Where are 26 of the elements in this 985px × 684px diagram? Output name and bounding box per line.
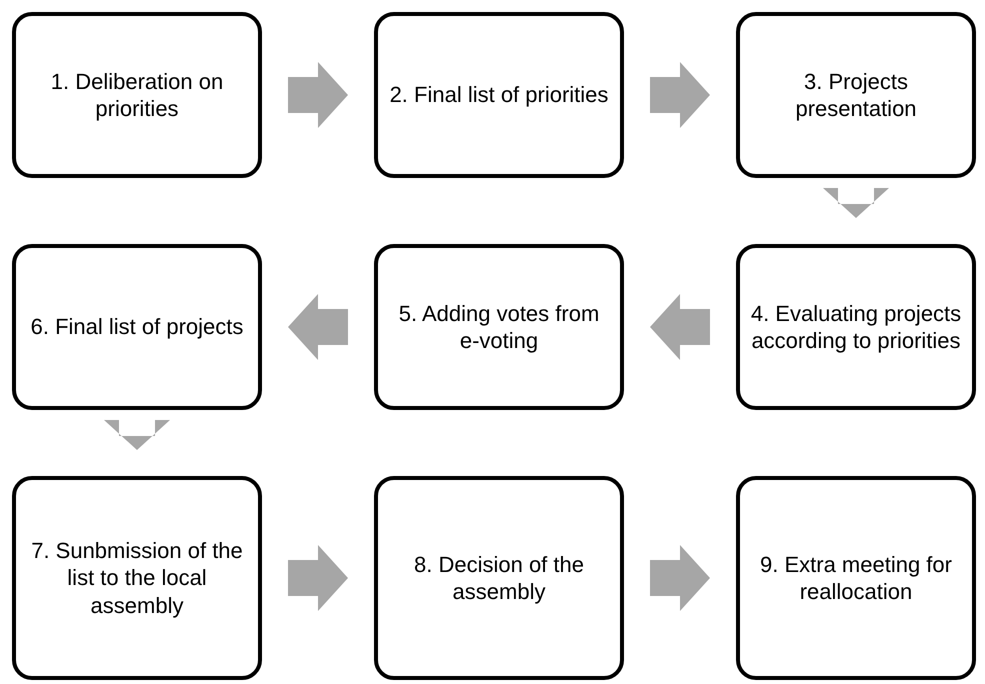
process-box xyxy=(374,476,624,680)
block-arrow xyxy=(650,545,710,611)
block-arrow xyxy=(288,545,348,611)
block-arrow xyxy=(650,294,710,360)
step-label: 3. Projects presentation xyxy=(794,68,918,122)
process-box xyxy=(374,244,624,410)
block-arrow xyxy=(288,294,348,360)
block-arrow xyxy=(650,62,710,128)
block-arrow xyxy=(288,62,348,128)
process-box xyxy=(374,12,624,178)
process-box xyxy=(736,244,976,410)
step-label: 1. Deliberation on priorities xyxy=(50,68,224,122)
block-arrow xyxy=(104,420,170,450)
step-label: 5. Adding votes from e-voting xyxy=(398,300,600,354)
process-box xyxy=(12,12,262,178)
step-label: 4. Evaluating projects according to priorities xyxy=(750,300,962,354)
step-label: 9. Extra meeting for reallocation xyxy=(759,550,953,606)
block-arrow xyxy=(823,188,889,218)
process-box xyxy=(736,12,976,178)
step-label: 6. Final list of projects xyxy=(30,313,244,341)
step-label: 8. Decision of the assembly xyxy=(413,550,585,606)
process-box xyxy=(12,476,262,680)
step-label: 7. Sunbmission of the list to the local assembly xyxy=(30,536,244,620)
process-box xyxy=(736,476,976,680)
step-label: 2. Final list of priorities xyxy=(390,81,608,109)
process-box xyxy=(12,244,262,410)
